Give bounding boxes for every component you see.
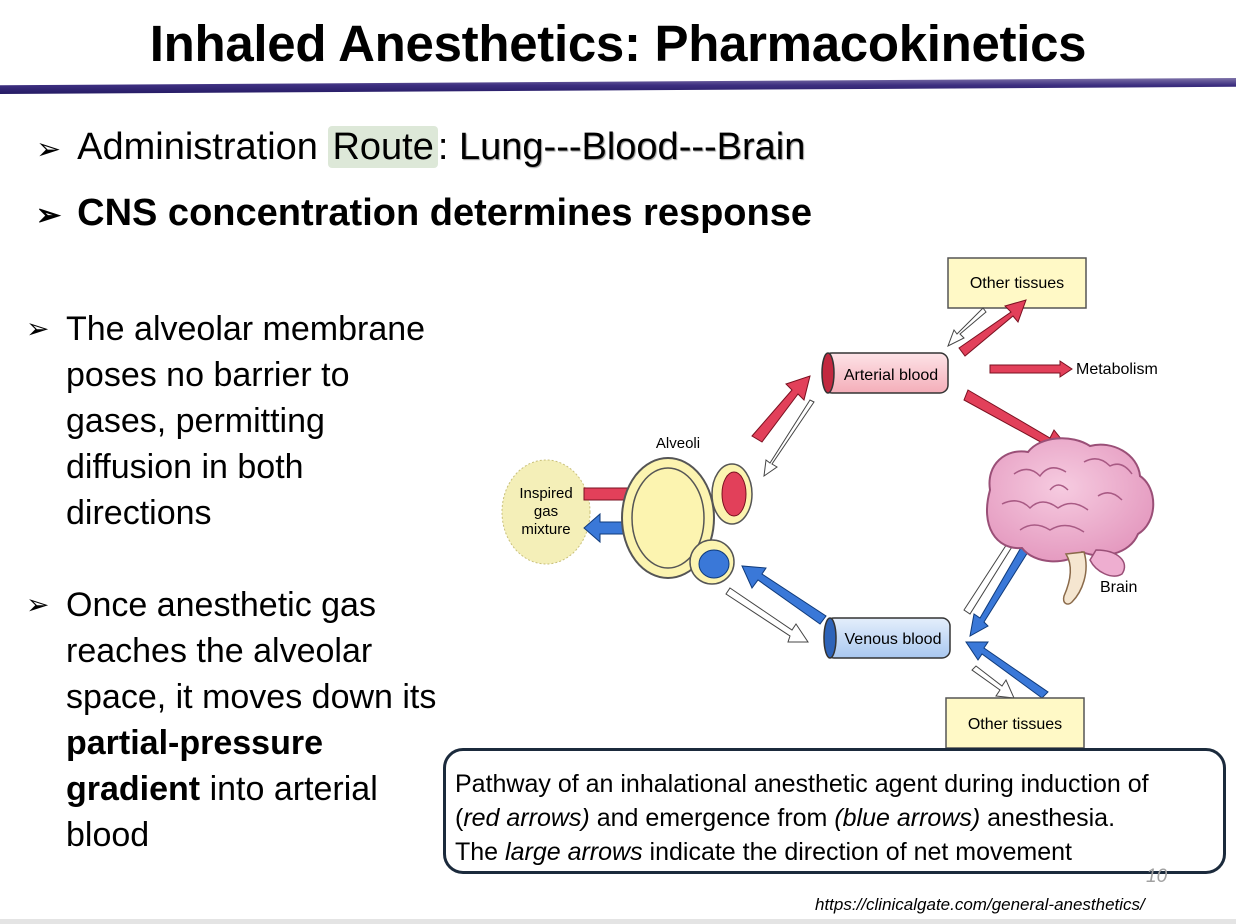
caption-line-2: (red arrows) and emergence from (blue ar… [455,801,1223,835]
cns-text: CNS concentration determines response [77,192,812,234]
slide-title: Inhaled Anesthetics: Pharmacokinetics [149,15,1087,72]
source-url[interactable]: https://clinicalgate.com/general-anesthe… [815,895,1145,914]
caption-end: anesthesia. [980,804,1116,832]
arterial-to-tissue-red-arrow [958,299,1027,357]
tissue-to-arterial-white-arrow [947,307,987,348]
brain-cerebrum [985,437,1155,563]
caption-line-1: Pathway of an inhalational anesthetic ag… [455,770,1149,798]
alveoli-to-venous-white-arrow [725,587,809,643]
caption-l3-start: The [455,838,506,866]
side-point-gradient: ➢ Once anesthetic gas reaches the alveol… [26,582,446,858]
venous-to-alveoli-blue-arrow [741,565,827,625]
bullet-cns: ➢ CNS concentration determines response [36,192,812,235]
side-point-membrane: ➢ The alveolar membrane poses no barrier… [26,306,446,536]
caption-line-3: The large arrows indicate the direction … [455,835,1223,869]
venous-capillary [698,549,730,579]
brain-label: Brain [1100,579,1137,596]
bullet-arrow-icon: ➢ [26,589,50,620]
route-highlight: Route [328,126,438,168]
alveolus-inner-wall [631,467,705,569]
arterial-to-alveoli-white-arrow [763,399,815,478]
gradient-text-bold: partial-pressure gradient [66,724,323,808]
metabolism-arrow [989,360,1073,378]
caption-paren: ( [455,804,464,832]
bullet-arrow-icon: ➢ [36,199,62,232]
bullet-arrow-icon: ➢ [26,313,50,344]
caption-mid: and emergence from [589,804,835,832]
diagram-caption-box: Pathway of an inhalational anesthetic ag… [443,748,1226,874]
caption-blue-arrows: (blue arrows) [834,804,981,832]
gradient-text-after: into arterial blood [66,770,378,854]
tissue-to-venous-blue-arrow [965,641,1049,699]
anesthetic-pathway-diagram: Other tissues Arterial blood Metabolism … [501,257,1158,749]
inspired-label-line1: Inspired [519,485,572,502]
bottom-divider [0,919,1236,924]
brain-cerebellum [1089,549,1126,577]
inspired-gas-cloud [501,459,591,565]
route-path: Lung---Blood---Brain [459,126,806,168]
route-colon: : [437,126,459,168]
caption-large-arrows: large arrows [505,838,643,866]
brain-stem [1062,551,1087,605]
page-number: 10 [1146,866,1168,887]
venous-blood-label: Venous blood [845,631,942,648]
title-underline-bar [0,78,1236,94]
metabolism-label: Metabolism [1076,361,1158,378]
arterial-blood-label: Arterial blood [844,367,938,384]
side-point-membrane-text: The alveolar membrane poses no barrier t… [66,310,426,532]
arterial-tube-opening [821,352,835,394]
alveoli-to-arterial-red-arrow [751,375,811,443]
other-tissues-top-box [947,257,1087,309]
caption-red-arrows: red arrows) [463,804,590,832]
bullet-route: ➢ Administration Route: Lung---Blood---Br… [36,126,805,169]
bullet-arrow-icon: ➢ [36,133,62,166]
other-tissues-top-label: Other tissues [970,275,1064,292]
inspired-label-line2: gas [534,503,558,520]
caption-l3-end: indicate the direction of net movement [642,838,1073,866]
inspired-label-line3: mixture [521,521,570,538]
venous-tube-opening [823,617,837,659]
other-tissues-bottom-label: Other tissues [968,716,1062,733]
side-point-gradient-text: Once anesthetic gas reaches the alveolar… [26,582,446,858]
alveoli-label: Alveoli [656,435,700,452]
alveolus [621,457,715,579]
venous-to-tissue-white-arrow [971,665,1015,699]
brain-illustration [985,437,1155,605]
route-prefix: Administration [77,126,329,168]
brain-gyri [1001,458,1133,533]
arterial-capillary [721,471,747,517]
gradient-text-before: Once anesthetic gas reaches the alveolar… [66,586,437,716]
